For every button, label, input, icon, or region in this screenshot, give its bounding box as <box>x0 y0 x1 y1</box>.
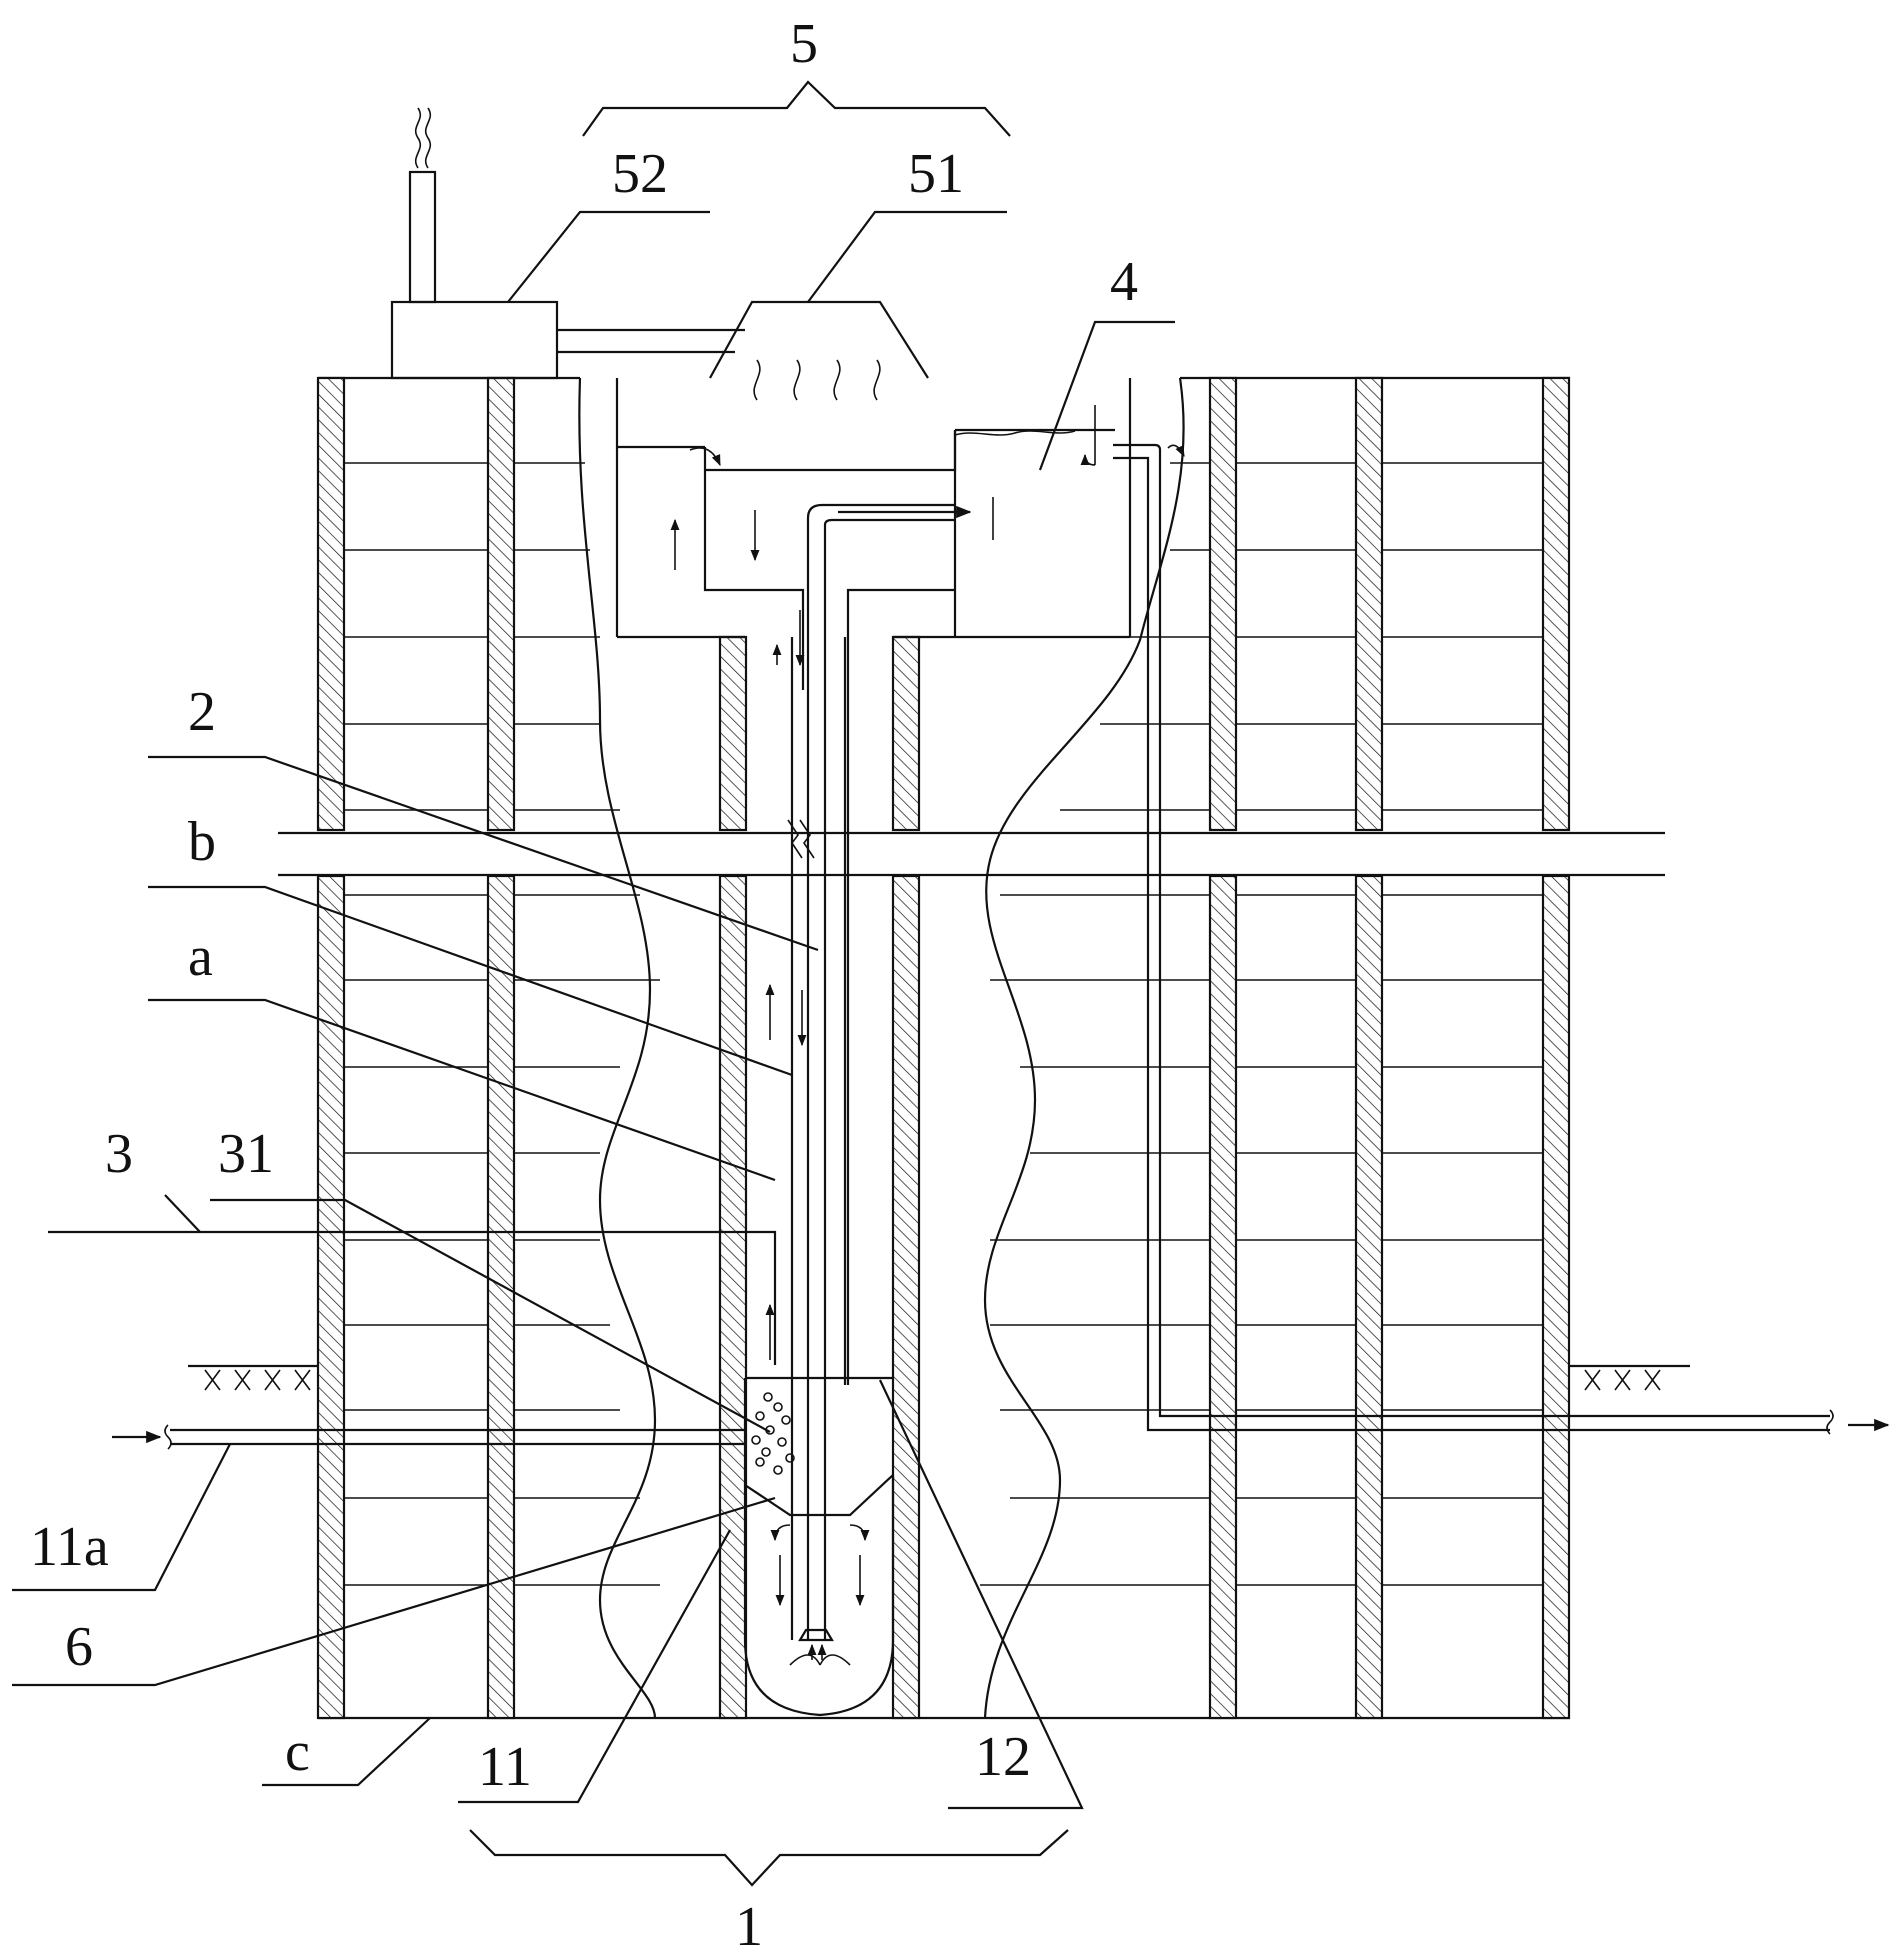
label-c: c <box>285 1721 310 1783</box>
unit-52 <box>390 107 745 380</box>
label-12: 12 <box>975 1726 1031 1788</box>
reactor-1 <box>743 1376 895 1717</box>
label-31: 31 <box>218 1123 274 1185</box>
label-51: 51 <box>908 143 964 205</box>
tank-structure <box>615 378 1185 1385</box>
hood-51 <box>709 300 929 401</box>
label-a: a <box>188 926 213 988</box>
discharge-pipe <box>1113 443 1890 1435</box>
label-2: 2 <box>188 681 216 743</box>
label-3: 3 <box>105 1123 133 1185</box>
label-5: 5 <box>790 13 818 75</box>
label-4: 4 <box>1110 251 1138 313</box>
label-11: 11 <box>478 1736 532 1798</box>
label-1: 1 <box>735 1896 763 1958</box>
stratum-b <box>278 831 1665 877</box>
bubbles <box>751 1392 795 1475</box>
label-6: 6 <box>65 1616 93 1678</box>
borehole-boundaries <box>578 377 1185 1719</box>
labels: 5 52 51 4 2 b a 3 31 11a 6 c 11 12 1 <box>30 13 1138 1958</box>
central-well <box>765 610 847 1640</box>
ground-surface <box>188 1364 1690 1391</box>
label-52: 52 <box>612 143 668 205</box>
label-b: b <box>188 811 216 873</box>
inlet-pipe-11a <box>112 1424 745 1450</box>
label-11a: 11a <box>30 1516 109 1578</box>
leader-lines <box>12 80 1175 1887</box>
